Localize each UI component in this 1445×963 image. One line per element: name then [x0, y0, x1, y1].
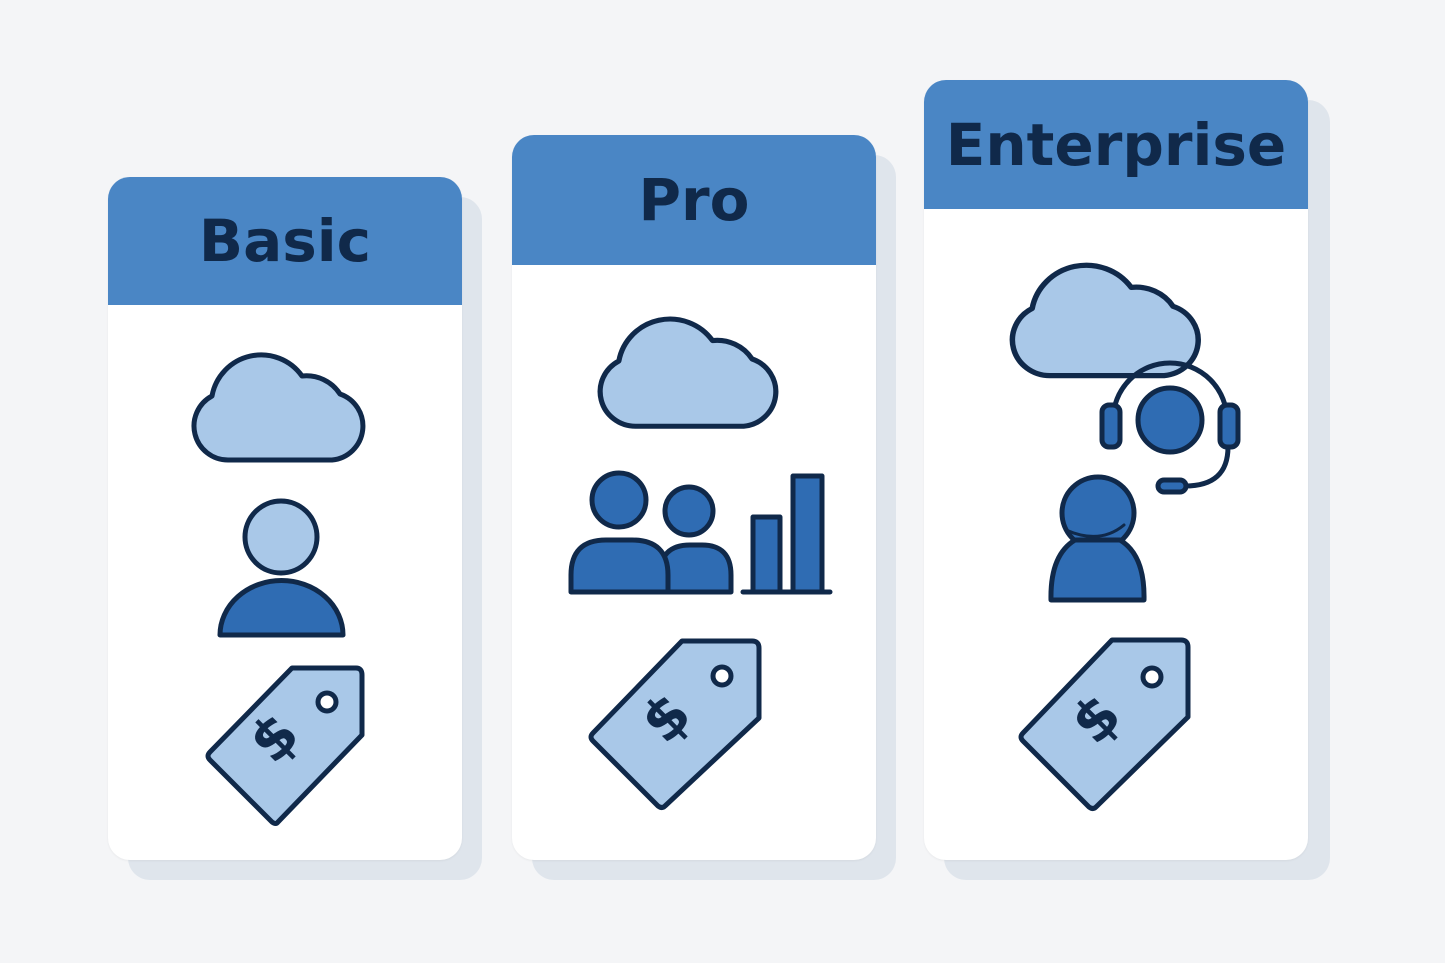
cloud-icon	[194, 355, 363, 460]
user-icon	[1048, 474, 1147, 603]
cloud-icon	[600, 319, 776, 426]
price-tag-icon: $	[588, 638, 762, 810]
cloud-icon	[1012, 265, 1198, 375]
users-icon	[568, 470, 734, 595]
price-tag-icon: $	[1018, 637, 1191, 811]
tier-card-basic: Basic	[108, 177, 462, 860]
headset-support-icon	[1099, 360, 1241, 495]
tier-title: Enterprise	[924, 80, 1308, 209]
tier-title: Pro	[512, 135, 876, 265]
user-icon	[217, 498, 346, 638]
tier-title: Basic	[108, 177, 462, 305]
bar-chart-icon	[740, 473, 833, 595]
price-tag-icon: $	[205, 665, 365, 826]
